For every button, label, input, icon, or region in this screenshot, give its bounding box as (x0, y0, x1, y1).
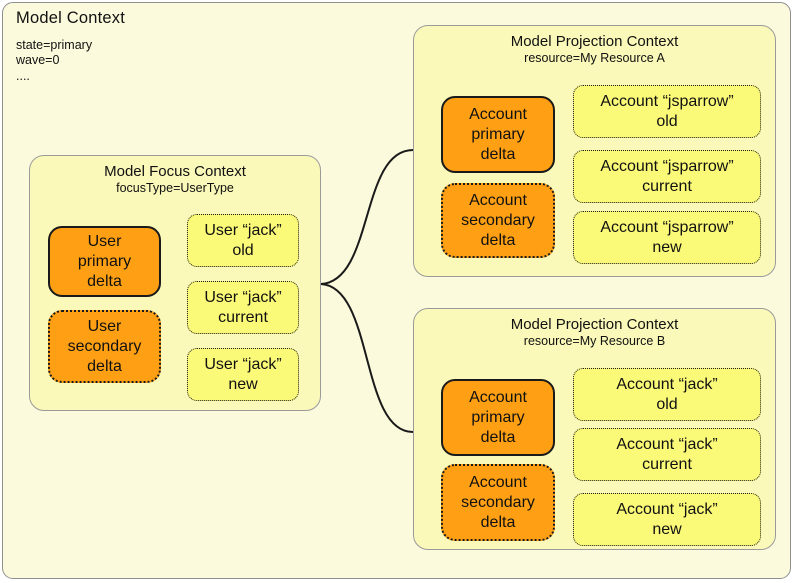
account-secondary-delta-box-b: Account secondary delta (441, 464, 555, 541)
focus-context-box: Model Focus Context focusType=UserType U… (29, 155, 321, 411)
user-jack-new-box: User “jack” new (187, 348, 299, 401)
focus-context-title: Model Focus Context (104, 163, 246, 180)
account-primary-delta-box-b: Account primary delta (441, 379, 555, 456)
model-context-title: Model Context (16, 9, 125, 27)
account-jack-new-box: Account “jack” new (573, 493, 761, 546)
account-jsparrow-current-box: Account “jsparrow” current (573, 150, 761, 203)
account-primary-delta-box-a: Account primary delta (441, 96, 555, 173)
projection-context-a-subtitle: resource=My Resource A (524, 51, 665, 65)
projection-context-b-subtitle: resource=My Resource B (523, 334, 666, 348)
account-jack-current-box: Account “jack” current (573, 428, 761, 481)
model-context-properties: state=primary wave=0 .... (16, 38, 92, 84)
projection-context-a-box: Model Projection Context resource=My Res… (413, 25, 776, 277)
user-primary-delta-box: User primary delta (48, 226, 161, 297)
projection-context-a-title: Model Projection Context (510, 33, 679, 50)
property-ellipsis: .... (16, 69, 30, 83)
projection-context-b-title: Model Projection Context (510, 316, 679, 333)
user-secondary-delta-box: User secondary delta (48, 310, 161, 383)
account-jsparrow-new-box: Account “jsparrow” new (573, 211, 761, 264)
property-wave: wave=0 (16, 52, 60, 67)
account-jack-old-box: Account “jack” old (573, 368, 761, 421)
projection-context-b-box: Model Projection Context resource=My Res… (413, 308, 776, 550)
account-jsparrow-old-box: Account “jsparrow” old (573, 85, 761, 138)
user-jack-old-box: User “jack” old (187, 214, 299, 267)
focus-context-subtitle: focusType=UserType (116, 181, 234, 195)
account-secondary-delta-box-a: Account secondary delta (441, 183, 555, 258)
property-state: state=primary (16, 38, 93, 52)
user-jack-current-box: User “jack” current (187, 281, 299, 334)
